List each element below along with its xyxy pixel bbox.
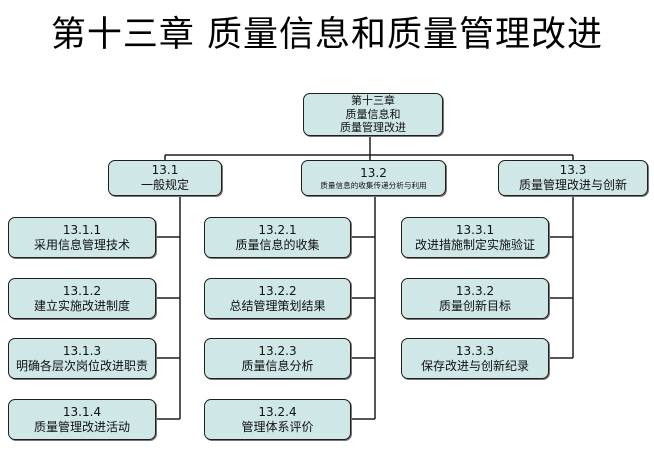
branch-code: 13.3	[559, 163, 587, 177]
branch-label: 质量管理改进与创新	[518, 178, 627, 192]
leaf-code: 13.1.1	[62, 222, 102, 237]
leaf-code: 13.3.2	[455, 283, 495, 298]
branch-code: 13.1	[151, 163, 179, 177]
root-line-2: 质量信息和	[345, 107, 401, 121]
leaf-label: 质量管理改进活动	[33, 419, 130, 434]
leaf-label: 总结管理策划结果	[229, 298, 326, 313]
leaf-code: 13.2.3	[258, 343, 297, 358]
branch-node-13-3: 13.3 质量管理改进与创新	[498, 160, 648, 196]
leaf-node-13-2-1: 13.2.1 质量信息的收集	[204, 217, 351, 258]
leaf-code: 13.1.2	[62, 283, 102, 298]
leaf-label: 采用信息管理技术	[33, 237, 130, 252]
branch-label: 质量信息的收集传递分析与利用	[320, 180, 427, 190]
leaf-code: 13.3.3	[455, 343, 495, 358]
leaf-code: 13.2.1	[258, 222, 297, 237]
root-line-1: 第十三章	[351, 93, 395, 107]
leaf-node-13-2-4: 13.2.4 管理体系评价	[204, 399, 351, 440]
leaf-code: 13.2.2	[258, 283, 297, 298]
leaf-label: 建立实施改进制度	[33, 298, 130, 313]
leaf-label: 质量信息分析	[241, 358, 314, 373]
leaf-label: 改进措施制定实施验证	[414, 237, 535, 252]
leaf-node-13-3-2: 13.3.2 质量创新目标	[401, 278, 549, 319]
branch-node-13-1: 13.1 一般规定	[108, 160, 222, 196]
leaf-label: 保存改进与创新纪录	[420, 358, 529, 373]
leaf-label: 质量信息的收集	[235, 237, 320, 252]
leaf-code: 13.1.4	[62, 404, 102, 419]
leaf-label: 质量创新目标	[438, 298, 511, 313]
leaf-code: 13.1.3	[62, 343, 102, 358]
leaf-code: 13.2.4	[258, 404, 297, 419]
leaf-code: 13.3.1	[455, 222, 495, 237]
leaf-node-13-3-1: 13.3.1 改进措施制定实施验证	[401, 217, 549, 258]
leaf-node-13-3-3: 13.3.3 保存改进与创新纪录	[401, 338, 549, 379]
leaf-label: 管理体系评价	[241, 419, 314, 434]
branch-label: 一般规定	[140, 178, 189, 192]
leaf-node-13-1-4: 13.1.4 质量管理改进活动	[8, 399, 156, 440]
leaf-node-13-2-3: 13.2.3 质量信息分析	[204, 338, 351, 379]
leaf-label: 明确各层次岗位改进职责	[15, 358, 148, 373]
root-line-3: 质量管理改进	[340, 121, 406, 135]
leaf-node-13-1-1: 13.1.1 采用信息管理技术	[8, 217, 156, 258]
leaf-node-13-2-2: 13.2.2 总结管理策划结果	[204, 278, 351, 319]
root-node: 第十三章 质量信息和 质量管理改进	[303, 93, 443, 136]
branch-node-13-2: 13.2 质量信息的收集传递分析与利用	[301, 160, 446, 196]
page-title: 第十三章 质量信息和质量管理改进	[50, 15, 604, 55]
branch-code: 13.2	[360, 165, 387, 180]
leaf-node-13-1-3: 13.1.3 明确各层次岗位改进职责	[8, 338, 156, 379]
leaf-node-13-1-2: 13.1.2 建立实施改进制度	[8, 278, 156, 319]
